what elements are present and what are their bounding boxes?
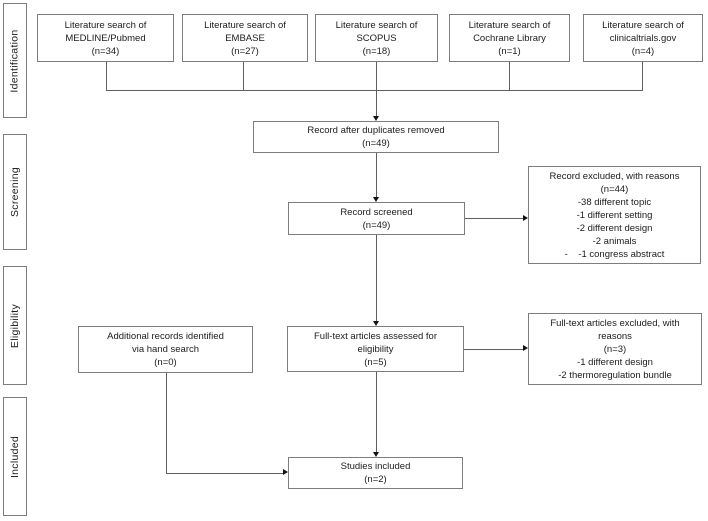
stage-screening: Screening: [3, 134, 27, 250]
box-text-line: (n=44): [600, 183, 629, 195]
stage-included: Included: [3, 397, 27, 516]
box-duplicates-removed: Record after duplicates removed (n=49): [253, 121, 499, 153]
arrowhead-right-to-included: [283, 469, 288, 475]
connector-scopus-to-duplicates: [376, 62, 377, 116]
connector-assessed-to-ft-excluded: [464, 349, 523, 350]
arrowhead-down-to-screened: [373, 197, 379, 202]
stage-eligibility: Eligibility: [3, 266, 27, 385]
box-text-line: Full-text articles excluded, with: [550, 317, 680, 329]
box-text-line: - -1 congress abstract: [564, 248, 665, 260]
box-text-line: -2 thermoregulation bundle: [558, 369, 672, 381]
arrowhead-down-to-assessed: [373, 321, 379, 326]
connector-collector-line: [106, 90, 643, 91]
box-text-line: Literature search of: [468, 19, 551, 31]
connector-assessed-to-included: [376, 372, 377, 452]
arrowhead-down-to-duplicates: [373, 116, 379, 121]
connector-handsearch-horizontal: [166, 473, 283, 474]
box-text-line: MEDLINE/Pubmed: [65, 32, 146, 44]
box-studies-included: Studies included (n=2): [288, 457, 463, 489]
box-text-line: Record after duplicates removed: [307, 125, 445, 136]
box-text-line: eligibility: [357, 343, 394, 355]
connector-screened-to-excluded: [465, 218, 523, 219]
box-record-excluded: Record excluded, with reasons(n=44)-38 d…: [528, 166, 701, 264]
box-text-line: Cochrane Library: [473, 32, 546, 44]
box-hand-search: Additional records identified via hand se…: [78, 326, 253, 373]
box-text-line: (n=5): [364, 356, 387, 368]
box-text-line: (n=49): [362, 219, 391, 231]
connector-stub-embase: [243, 62, 244, 90]
connector-stub-cochrane: [509, 62, 510, 90]
box-text-line: -38 different topic: [577, 196, 652, 208]
box-text-line: Literature search of: [602, 19, 684, 31]
arrowhead-down-to-included: [373, 452, 379, 457]
box-text-line: -1 different design: [577, 356, 653, 368]
connector-screened-to-assessed: [376, 235, 377, 321]
stage-eligibility-label: Eligibility: [9, 303, 21, 348]
box-text-line: clinicaltrials.gov: [609, 32, 677, 44]
box-text-line: Studies included: [340, 461, 411, 472]
box-text-line: Full-text articles assessed for: [313, 330, 437, 342]
box-text-line: Additional records identified: [107, 331, 224, 342]
box-text-line: (n=1): [498, 45, 521, 57]
box-text-line: SCOPUS: [356, 32, 397, 44]
arrowhead-right-to-ft-excluded: [523, 345, 528, 351]
box-record-screened: Record screened(n=49): [288, 202, 465, 235]
box-text-line: (n=49): [362, 138, 390, 149]
box-text-line: EMBASE: [225, 32, 265, 44]
box-text-line: (n=2): [364, 474, 387, 485]
box-text-line: (n=4): [631, 45, 655, 57]
box-text-line: -2 different design: [576, 222, 653, 234]
box-text-line: (n=27): [231, 45, 259, 57]
box-text-line: (n=0): [154, 357, 177, 368]
box-text-line: Literature search of: [64, 19, 147, 31]
box-text-line: (n=3): [603, 343, 627, 355]
box-text-line: (n=34): [91, 45, 120, 57]
stage-identification-label: Identification: [9, 28, 21, 93]
connector-duplicates-to-screened: [376, 153, 377, 197]
connector-stub-clinicaltrials: [642, 62, 643, 90]
box-text-line: (n=18): [362, 45, 391, 57]
connector-stub-medline: [106, 62, 107, 90]
box-text-line: Literature search of: [335, 19, 418, 31]
arrowhead-right-to-record-excluded: [523, 215, 528, 221]
box-text-line: Literature search of: [204, 19, 286, 31]
box-text-line: reasons: [598, 330, 632, 342]
box-text-line: Record excluded, with reasons: [549, 170, 680, 182]
box-text-line: via hand search: [131, 344, 200, 355]
box-text-line: Record screened: [340, 206, 413, 218]
stage-identification: Identification: [3, 3, 27, 118]
stage-screening-label: Screening: [9, 167, 22, 217]
box-text-line: -2 animals: [592, 235, 637, 247]
connector-handsearch-vertical: [166, 373, 167, 473]
box-text-line: -1 different setting: [576, 209, 653, 221]
stage-included-label: Included: [9, 435, 22, 478]
